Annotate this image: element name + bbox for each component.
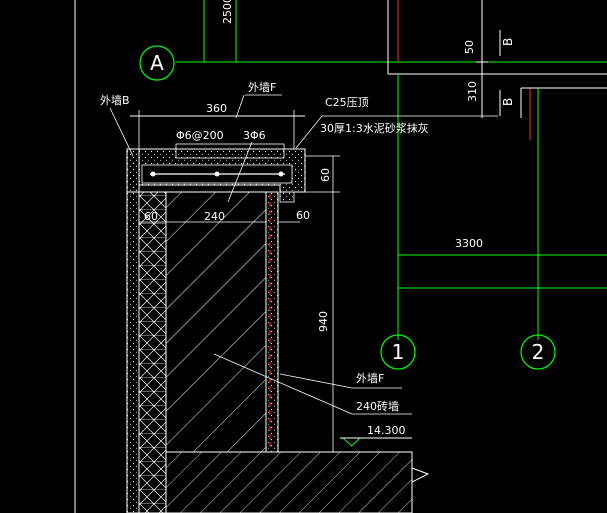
- dim-940-label: 940: [317, 311, 330, 332]
- label-outer-wall-b: 外墙B: [100, 93, 130, 107]
- insulation-layer: [138, 191, 167, 513]
- axis-marker-1-circle: [380, 334, 416, 370]
- dim-50-label: 50: [463, 40, 476, 54]
- elevation-label: 14.300: [367, 424, 406, 437]
- leader-brick-wall: [213, 353, 353, 415]
- elevation-triangle: [341, 437, 362, 447]
- slab-break-line: [411, 452, 430, 513]
- leader-outer-wall-f-top-2: [235, 94, 245, 119]
- leader-outer-wall-b: [109, 107, 134, 157]
- dim-60-right-label: 60: [296, 209, 310, 222]
- section-marker-b2: B: [501, 98, 515, 106]
- outer-plaster-layer: [126, 148, 140, 513]
- brick-wall-section: [165, 191, 267, 453]
- dim-2500-label: 2500: [221, 0, 234, 24]
- axis-marker-2-circle: [520, 334, 556, 370]
- axis-marker-2-label: 2: [532, 340, 545, 364]
- rebar-dot-1: [150, 171, 156, 177]
- dim-360-label: 360: [206, 102, 227, 115]
- rebar-dot-2: [214, 171, 220, 177]
- section-marker-b1: B: [501, 38, 515, 46]
- label-rebar-spacing: Φ6@200: [176, 129, 224, 142]
- dim-310-label: 310: [466, 81, 479, 102]
- floor-slab: [165, 451, 413, 513]
- dim-60-left-label: 60: [144, 210, 158, 223]
- inner-plaster-layer: [265, 191, 279, 453]
- leader-outer-wall-f-bottom-2: [279, 373, 353, 389]
- axis-marker-a-circle: [139, 45, 175, 81]
- dim-60-height-label: 60: [319, 168, 332, 182]
- label-rebar-count: 3Φ6: [243, 129, 266, 142]
- label-outer-wall-f-bottom: 外墙F: [356, 371, 384, 385]
- label-outer-wall-f-top: 外墙F: [248, 80, 276, 94]
- coping-drip: [279, 191, 295, 203]
- rebar-dot-3: [278, 171, 284, 177]
- label-plaster-note: 30厚1:3水泥砂浆抹灰: [320, 121, 429, 135]
- leader-coping: [295, 115, 323, 149]
- axis-marker-a-label: A: [150, 51, 164, 75]
- dim-3300-label: 3300: [455, 237, 483, 250]
- dim-240-label: 240: [204, 210, 225, 223]
- leader-rebar: [227, 141, 253, 203]
- label-brick-wall: 240砖墙: [356, 399, 399, 413]
- label-concrete-coping: C25压顶: [325, 96, 369, 109]
- rebar-callout-box: [175, 143, 285, 159]
- axis-marker-1-label: 1: [392, 340, 405, 364]
